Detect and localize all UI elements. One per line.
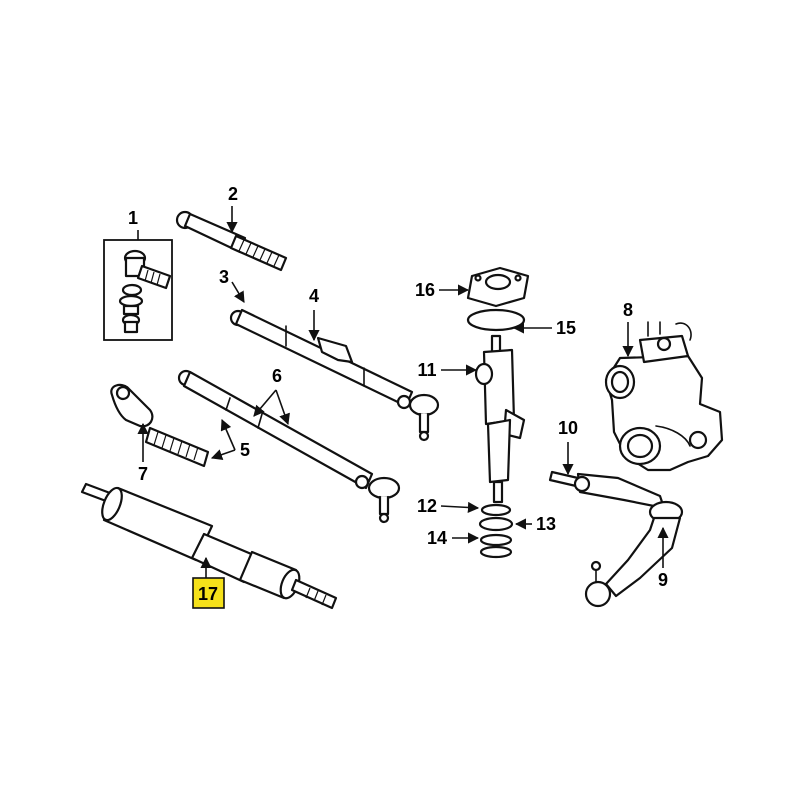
leader-6a — [253, 389, 277, 417]
leader-12 — [440, 501, 480, 514]
callout-7: 7 — [138, 464, 148, 484]
part-7-pitman-arm[interactable] — [110, 383, 154, 428]
leader-6b — [275, 389, 290, 426]
part-8-steering-gear[interactable] — [604, 321, 724, 472]
callout-4: 4 — [309, 286, 319, 306]
part-1-tie-rod-end-kit[interactable] — [103, 239, 173, 341]
part-12-washer[interactable] — [480, 503, 512, 517]
callout-8: 8 — [623, 300, 633, 320]
callout-14: 14 — [427, 528, 447, 548]
part-17-steering-shaft[interactable] — [80, 482, 338, 610]
callout-17-highlight: 17 — [192, 577, 225, 609]
part-14-washer[interactable] — [479, 533, 513, 547]
part-4-center-link[interactable] — [229, 308, 440, 442]
part-15-seal-ring[interactable] — [466, 308, 526, 332]
part-14-washer-lower[interactable] — [479, 545, 513, 559]
leader-3 — [231, 281, 245, 303]
part-11-idler-shaft[interactable] — [474, 334, 526, 504]
part-16-upper-mount[interactable] — [466, 266, 530, 308]
callout-1: 1 — [128, 208, 138, 228]
part-5-adjuster-sleeve[interactable] — [144, 426, 210, 468]
callout-11: 11 — [417, 360, 436, 380]
callout-16: 16 — [415, 280, 435, 300]
callout-2: 2 — [228, 184, 238, 204]
leader-5a — [220, 418, 236, 451]
leader-5b — [210, 449, 236, 460]
callout-10: 10 — [558, 418, 578, 438]
callout-17: 17 — [198, 584, 218, 604]
part-10-link-stud[interactable] — [548, 470, 666, 510]
callout-6: 6 — [272, 366, 282, 386]
callout-5: 5 — [240, 440, 250, 460]
part-9-idler-arm[interactable] — [584, 500, 684, 608]
callout-9: 9 — [658, 570, 668, 590]
callout-15: 15 — [556, 318, 576, 338]
callout-17-box — [192, 577, 225, 609]
part-2-tie-rod-adjuster[interactable] — [175, 210, 288, 272]
callout-13: 13 — [536, 514, 556, 534]
callout-3: 3 — [219, 267, 229, 287]
part-6-tie-rod[interactable] — [177, 369, 401, 524]
callout-12: 12 — [417, 496, 437, 516]
part-13-bushing[interactable] — [478, 516, 514, 532]
